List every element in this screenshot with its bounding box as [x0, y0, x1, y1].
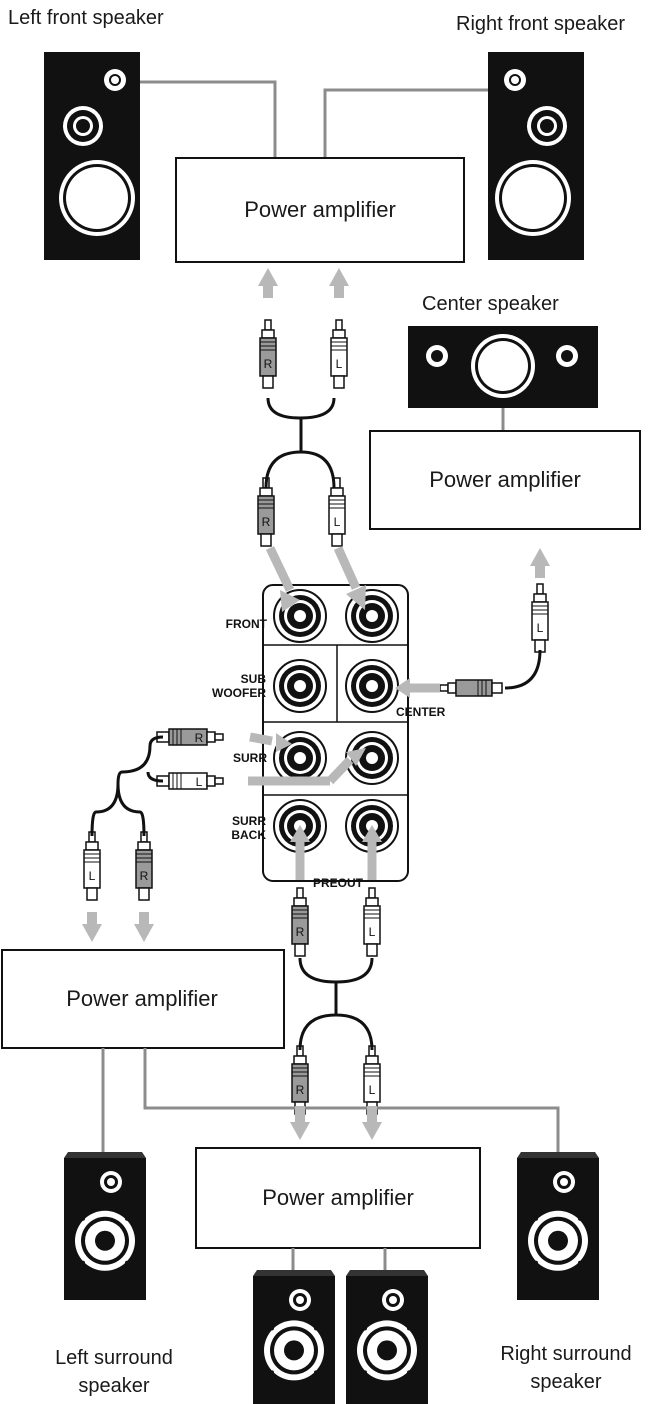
- plug-letter: L: [537, 621, 544, 635]
- center-jack-label: CENTER: [396, 705, 446, 719]
- surr-back-jack-label-2: BACK: [231, 828, 266, 842]
- surround-back-speaker-wires: [291, 1248, 387, 1272]
- surr-back-jack-label-1: SURR: [232, 814, 266, 828]
- surround-plug-l: L: [156, 772, 224, 790]
- preout-lower-plug-l: L: [363, 1045, 381, 1115]
- preout-upper-plug-r: R: [291, 887, 309, 957]
- front-amp-arrows: [258, 268, 349, 298]
- right-front-speaker-label: Right front speaker: [456, 13, 625, 35]
- left-surround-speaker: [64, 1152, 146, 1300]
- plug-letter: L: [196, 775, 203, 789]
- surround-speaker-wires: [101, 1048, 560, 1152]
- center-amp-arrow: [530, 548, 550, 578]
- center-upper-plug: L: [531, 583, 549, 653]
- plug-letter: L: [334, 515, 341, 529]
- center-jack: [345, 659, 399, 713]
- preout-label: PREOUT: [313, 876, 364, 890]
- left-front-speaker: [44, 52, 140, 260]
- plug-letter: R: [296, 1083, 305, 1097]
- jack-arrow-heads: [276, 585, 410, 842]
- front-power-amplifier: Power amplifier: [175, 157, 465, 263]
- center-speaker: [408, 326, 598, 408]
- surround-amp-arrows: [82, 912, 154, 942]
- subwoofer-jack: [273, 659, 327, 713]
- left-front-speaker-label: Left front speaker: [8, 7, 164, 29]
- plug-letter: R: [264, 357, 273, 371]
- rca-plugs: R L R L L R L L R R L R L: [83, 319, 549, 1115]
- surround-back-amp-label: Power amplifier: [262, 1185, 414, 1210]
- surround-speakers: [64, 1152, 599, 1404]
- front-lower-plug-r: R: [257, 477, 275, 547]
- right-surround-speaker: [517, 1152, 599, 1300]
- surr-jack-label: SURR: [233, 751, 267, 765]
- surround-plug-r: R: [156, 728, 224, 746]
- plug-letter: L: [336, 357, 343, 371]
- center-side-plug: [439, 679, 503, 697]
- preout-upper-plug-l: L: [363, 887, 381, 957]
- front-amp-label: Power amplifier: [244, 197, 396, 222]
- plug-letter: R: [262, 515, 271, 529]
- surround-back-power-amplifier: Power amplifier: [195, 1147, 481, 1249]
- surround-amp-label: Power amplifier: [66, 986, 218, 1011]
- surround-back-speaker-right: [346, 1270, 428, 1404]
- plug-letter: R: [140, 869, 149, 883]
- center-speaker-label: Center speaker: [422, 293, 559, 315]
- surr-l-jack: [345, 731, 399, 785]
- surround-lower-plug-r: R: [135, 831, 153, 901]
- left-surround-label-2: speaker: [78, 1375, 149, 1397]
- jacks: [273, 589, 399, 853]
- jack-arrows: [248, 546, 440, 880]
- center-power-amplifier: Power amplifier: [369, 430, 641, 530]
- surround-power-amplifier: Power amplifier: [1, 949, 285, 1049]
- cables: [90, 397, 542, 1051]
- right-surround-label-2: speaker: [530, 1371, 601, 1393]
- plug-letter: L: [369, 1083, 376, 1097]
- surr-r-jack: [273, 731, 327, 785]
- plug-letter: L: [89, 869, 96, 883]
- plug-letter: L: [369, 925, 376, 939]
- front-jack-label: FRONT: [226, 617, 268, 631]
- plug-letter: R: [296, 925, 305, 939]
- sub-jack-label-1: SUB: [241, 672, 267, 686]
- preout-lower-plug-r: R: [291, 1045, 309, 1115]
- right-surround-label-1: Right surround: [500, 1343, 631, 1365]
- surround-back-amp-arrows: [290, 1106, 382, 1140]
- center-amp-label: Power amplifier: [429, 467, 581, 492]
- sub-jack-label-2: WOOFER: [212, 686, 266, 700]
- right-front-speaker: [488, 52, 584, 260]
- front-upper-plug-l: L: [330, 319, 348, 389]
- plug-letter: R: [195, 731, 204, 745]
- front-lower-plug-l: L: [328, 477, 346, 547]
- surround-back-speaker-left: [253, 1270, 335, 1404]
- front-upper-plug-r: R: [259, 319, 277, 389]
- surround-lower-plug-l: L: [83, 831, 101, 901]
- front-speaker-wires: [140, 80, 488, 160]
- left-surround-label-1: Left surround: [55, 1347, 173, 1369]
